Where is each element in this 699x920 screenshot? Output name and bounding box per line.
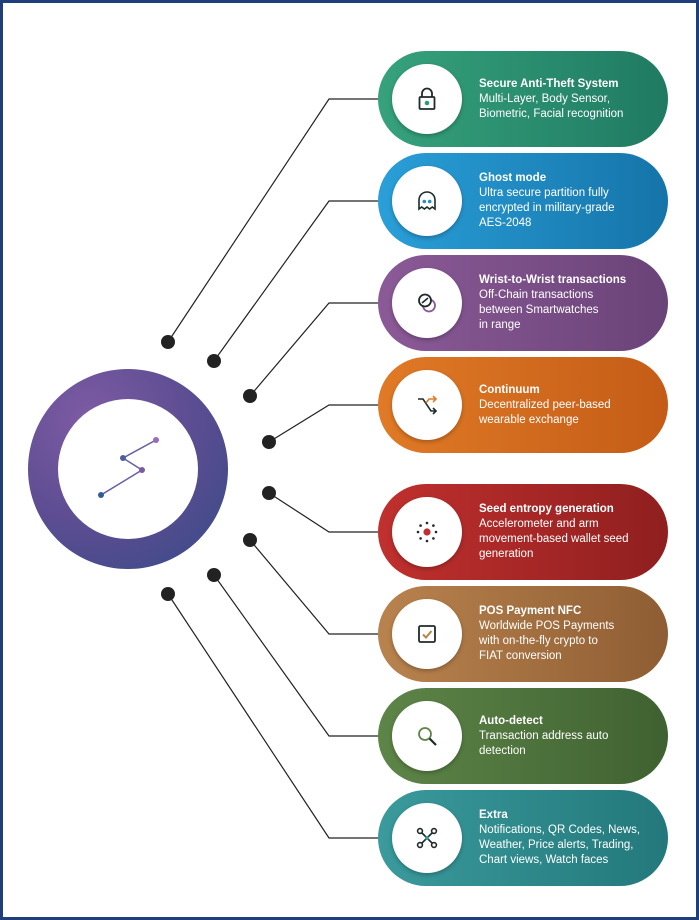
feature-icon-disc xyxy=(392,701,462,771)
lock-icon xyxy=(418,87,436,110)
feature-description: Transaction address auto detection xyxy=(479,729,609,757)
feature-title: Auto-detect xyxy=(479,714,543,727)
feature-title: Secure Anti-Theft System xyxy=(479,77,619,90)
lightning-network-icon xyxy=(98,437,159,498)
connector-dot-5 xyxy=(262,486,276,500)
connector-dot-4 xyxy=(262,435,276,449)
connector-line-2 xyxy=(213,200,378,362)
feature-title: Ghost mode xyxy=(479,172,547,184)
connector-dot-6 xyxy=(243,533,257,547)
feature-icon-disc xyxy=(392,599,462,669)
connector-line-3 xyxy=(249,302,378,397)
feature-card-ghost-mode: Ghost mode Ultra secure partition fully … xyxy=(378,153,668,249)
feature-icon-disc xyxy=(392,268,462,338)
connector-dot-1 xyxy=(161,335,175,349)
connector-line-5 xyxy=(268,492,378,533)
feature-description: Multi-Layer, Body Sensor, Biometric, Fac… xyxy=(479,92,624,120)
connector-line-8 xyxy=(167,593,378,839)
connector-dot-8 xyxy=(161,587,175,601)
feature-card-pos-payment: POS Payment NFC Worldwide POS Payments w… xyxy=(378,586,668,682)
ghost-icon xyxy=(418,191,436,211)
feature-description: Accelerometer and arm movement-based wal… xyxy=(479,518,629,560)
pos-check-icon xyxy=(418,625,436,643)
feature-card-seed-entropy: Seed entropy generation Accelerometer an… xyxy=(378,484,668,580)
feature-title: POS Payment NFC xyxy=(479,605,582,617)
network-nodes-icon xyxy=(416,827,438,849)
connector-line-7 xyxy=(213,574,378,737)
feature-card-wrist-to-wrist: Wrist-to-Wrist transactions Off-Chain tr… xyxy=(378,255,668,351)
feature-title: Wrist-to-Wrist transactions xyxy=(479,274,627,286)
connector-line-6 xyxy=(249,539,378,635)
feature-card-anti-theft: Secure Anti-Theft System Multi-Layer, Bo… xyxy=(378,51,668,147)
connector-dot-2 xyxy=(207,354,221,368)
feature-title: Seed entropy generation xyxy=(479,503,614,515)
connector-dot-3 xyxy=(243,389,257,403)
token-swap-icon xyxy=(418,293,436,313)
feature-description: Off-Chain transactions between Smartwatc… xyxy=(479,289,599,331)
shuffle-arrows-icon xyxy=(418,395,438,415)
feature-title: Continuum xyxy=(479,383,540,396)
feature-description: Decentralized peer-based wearable exchan… xyxy=(479,398,611,426)
feature-icon-disc xyxy=(392,166,462,236)
feature-card-continuum: Continuum Decentralized peer-based weara… xyxy=(378,357,668,453)
feature-icon-disc xyxy=(392,497,462,567)
feature-description: Worldwide POS Payments with on-the-fly c… xyxy=(479,620,615,662)
entropy-dots-icon xyxy=(416,521,438,543)
central-hub-inner xyxy=(58,399,198,539)
feature-icon-disc xyxy=(392,370,462,440)
feature-description: Ultra secure partition fully encrypted i… xyxy=(479,187,615,229)
feature-card-auto-detect: Auto-detect Transaction address auto det… xyxy=(378,688,668,784)
feature-description: Notifications, QR Codes, News, Weather, … xyxy=(479,824,641,866)
connector-line-1 xyxy=(167,98,378,343)
feature-icon-disc xyxy=(392,803,462,873)
connector-dot-7 xyxy=(207,568,221,582)
magnifier-icon xyxy=(418,727,437,746)
central-hub xyxy=(28,369,228,569)
connector-line-4 xyxy=(268,404,378,443)
feature-card-extra: Extra Notifications, QR Codes, News, Wea… xyxy=(378,790,668,886)
feature-icon-disc xyxy=(392,64,462,134)
feature-title: Extra xyxy=(479,809,508,821)
